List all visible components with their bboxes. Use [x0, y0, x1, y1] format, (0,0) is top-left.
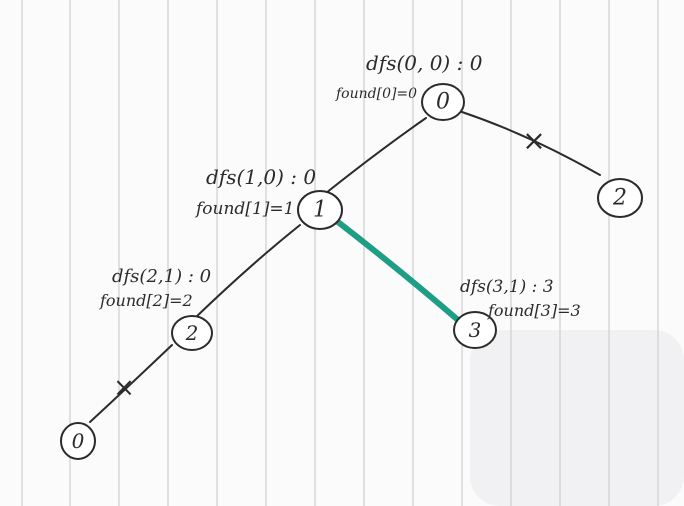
edge-node-two-to-leaf-zero	[89, 344, 173, 423]
node-two-found-annotation: found[2]=2	[99, 291, 193, 310]
cut-mark-root-to-right: ×	[522, 124, 545, 157]
node-leaf-zero-circle	[60, 422, 96, 460]
node-root-label: 0	[436, 90, 450, 115]
node-right-child-label: 2	[612, 186, 627, 211]
node-three-label: 3	[469, 318, 482, 342]
node-one-call-annotation: dfs(1,0) : 0	[206, 165, 316, 189]
node-root-circle	[421, 83, 465, 121]
paper-smudge	[470, 330, 684, 506]
edge-root-to-node-one	[325, 117, 427, 194]
node-three-circle	[453, 311, 497, 349]
root-found-annotation: found[0]=0	[335, 86, 417, 102]
edge-root-to-right-child	[461, 111, 601, 176]
cut-mark-two-to-leaf: ×	[113, 373, 135, 403]
edge-node-one-to-node-two	[194, 224, 301, 319]
node-two-label: 2	[185, 321, 199, 345]
node-one-found-annotation: found[1]=1	[194, 199, 294, 219]
node-one-label: 1	[313, 198, 327, 223]
node-three-call-annotation: dfs(3,1) : 3	[460, 277, 554, 297]
edge-node-one-to-node-three-highlighted	[335, 219, 461, 323]
root-call-annotation: dfs(0, 0) : 0	[366, 51, 483, 75]
node-two-call-annotation: dfs(2,1) : 0	[112, 266, 211, 287]
node-three-found-annotation: found[3]=3	[487, 301, 581, 320]
node-two-circle	[171, 315, 213, 351]
node-one-circle	[297, 190, 343, 230]
node-leaf-zero-label: 0	[72, 429, 85, 453]
node-right-child-circle	[597, 178, 643, 218]
